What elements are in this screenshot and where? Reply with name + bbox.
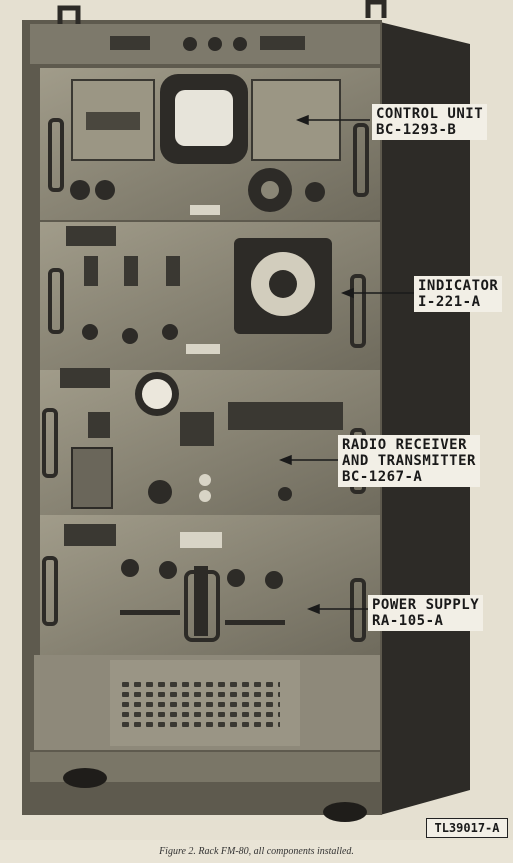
- indicator-label-line1: INDICATOR: [418, 278, 499, 294]
- radio-label: RADIO RECEIVER AND TRANSMITTER BC-1267-A: [338, 435, 480, 487]
- rack-photograph: [22, 0, 470, 822]
- radio-label-line2: AND TRANSMITTER: [342, 453, 476, 469]
- control-unit-label: CONTROL UNIT BC-1293-B: [372, 104, 488, 140]
- control-unit-label-line2: BC-1293-B: [376, 122, 457, 138]
- tl-code-box: TL39017-A: [426, 818, 508, 838]
- power-supply-label-line2: RA-105-A: [372, 613, 444, 629]
- radio-label-line1: RADIO RECEIVER: [342, 437, 468, 453]
- rack-side: [380, 22, 470, 815]
- control-unit-label-line1: CONTROL UNIT: [376, 106, 484, 122]
- power-supply-label: POWER SUPPLY RA-105-A: [368, 595, 484, 631]
- radio-label-line3: BC-1267-A: [342, 469, 423, 485]
- indicator-label-line2: I-221-A: [418, 294, 481, 310]
- power-supply-label-line1: POWER SUPPLY: [372, 597, 480, 613]
- speaker-grille: [122, 678, 280, 728]
- figure-caption: Figure 2. Rack FM-80, all components ins…: [159, 846, 354, 857]
- indicator-label: INDICATOR I-221-A: [414, 276, 503, 312]
